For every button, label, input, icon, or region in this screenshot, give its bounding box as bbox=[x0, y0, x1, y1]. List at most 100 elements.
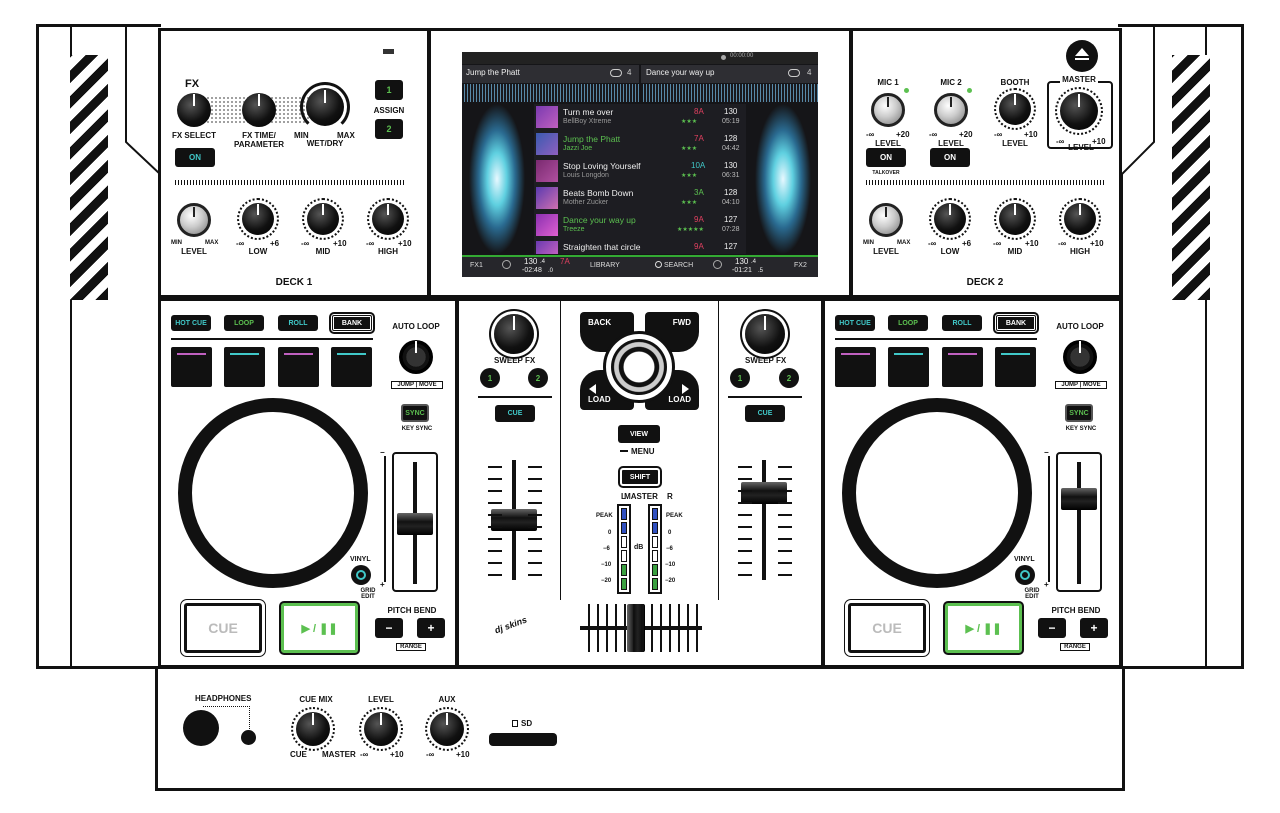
deck2-level-knob[interactable] bbox=[869, 203, 903, 237]
jog-wheel-right[interactable] bbox=[842, 398, 1032, 588]
auto-loop-encoder-right[interactable] bbox=[1063, 340, 1097, 374]
auto-loop-encoder-left[interactable] bbox=[399, 340, 433, 374]
loop-button-right[interactable]: LOOP bbox=[888, 315, 928, 331]
mic1-knob[interactable] bbox=[871, 93, 905, 127]
crossfader-tick bbox=[696, 604, 698, 652]
fader-tick bbox=[528, 502, 542, 504]
pad-indicator bbox=[1000, 353, 1031, 355]
pad-2-right[interactable] bbox=[888, 347, 929, 387]
track-row-2[interactable]: Stop Loving Yourself Louis Longdon 10A 1… bbox=[534, 158, 746, 186]
sweep-fx-1-left[interactable]: 1 bbox=[480, 368, 500, 388]
wet-dry-knob[interactable] bbox=[306, 88, 344, 126]
sync-button-right[interactable]: SYNC bbox=[1065, 404, 1093, 422]
sweep-fx-knob-right[interactable] bbox=[745, 314, 785, 354]
pitch-fader-cap-left[interactable] bbox=[397, 513, 433, 535]
deck1-high-knob[interactable] bbox=[372, 203, 404, 235]
master-level: LEVEL bbox=[1068, 143, 1094, 152]
fx-on-button[interactable]: ON bbox=[175, 148, 215, 167]
bank-button-right[interactable]: BANK bbox=[993, 312, 1039, 334]
hot-cue-button-left[interactable]: HOT CUE bbox=[171, 315, 211, 331]
fx-select-knob[interactable] bbox=[177, 93, 211, 127]
pad-4-right[interactable] bbox=[995, 347, 1036, 387]
mic2-neg: -∞ bbox=[929, 130, 938, 139]
cue-button-mixer-right[interactable]: CUE bbox=[745, 405, 785, 422]
cue-mix-knob[interactable] bbox=[296, 712, 330, 746]
deck1-low-knob[interactable] bbox=[242, 203, 274, 235]
cue-button-mixer-left[interactable]: CUE bbox=[495, 405, 535, 422]
bank-button-left[interactable]: BANK bbox=[329, 312, 375, 334]
loop-button-left[interactable]: LOOP bbox=[224, 315, 264, 331]
booth-knob[interactable] bbox=[999, 93, 1031, 125]
track-row-5[interactable]: Straighten that circle 9A 127 bbox=[534, 239, 746, 254]
cue-button-right[interactable]: CUE bbox=[845, 600, 929, 656]
track-row-1[interactable]: Jump the Phatt Jazzi Joe 7A 128 ★★★ 04:4… bbox=[534, 131, 746, 159]
assign-1-button[interactable]: 1 bbox=[375, 80, 403, 100]
hot-cue-button-right[interactable]: HOT CUE bbox=[835, 315, 875, 331]
shift-button[interactable]: SHIFT bbox=[618, 466, 662, 488]
sweep-fx-2-right[interactable]: 2 bbox=[779, 368, 799, 388]
pitch-fader-cap-right[interactable] bbox=[1061, 488, 1097, 510]
jog-wheel-left[interactable] bbox=[178, 398, 368, 588]
jump-move-label-right: JUMP | MOVE bbox=[1055, 381, 1107, 389]
roll-button-left[interactable]: ROLL bbox=[278, 315, 318, 331]
search-tab[interactable]: SEARCH bbox=[664, 262, 694, 269]
pitch-bend-plus-right[interactable]: + bbox=[1080, 618, 1108, 638]
hp-level-knob[interactable] bbox=[364, 712, 398, 746]
master-knob[interactable] bbox=[1060, 92, 1098, 130]
aux-knob[interactable] bbox=[430, 712, 464, 746]
pad-2-left[interactable] bbox=[224, 347, 265, 387]
booth-neg: -∞ bbox=[994, 130, 1003, 139]
pad-1-left[interactable] bbox=[171, 347, 212, 387]
pad-3-left[interactable] bbox=[278, 347, 319, 387]
track-row-4[interactable]: Dance your way up Treeze 9A 127 ★★★★★ 07… bbox=[534, 212, 746, 240]
track-stars: ★★★★★ bbox=[677, 227, 704, 233]
mic2-on-button[interactable]: ON bbox=[930, 148, 970, 167]
track-row-0[interactable]: Turn me over BellBoy Xtreme 8A 130 ★★★ 0… bbox=[534, 104, 746, 132]
fx-time-knob[interactable] bbox=[242, 93, 276, 127]
view-button[interactable]: VIEW bbox=[618, 425, 660, 443]
library-tab[interactable]: LIBRARY bbox=[590, 262, 620, 269]
track-bpm: 128 bbox=[724, 134, 738, 143]
play-button-left[interactable]: ▶ / ❚❚ bbox=[281, 603, 358, 653]
pad-indicator bbox=[283, 353, 314, 355]
channel-fader-cap-right[interactable] bbox=[741, 482, 787, 504]
track-stars: ★★★ bbox=[681, 200, 698, 206]
right-vent bbox=[1172, 55, 1210, 300]
track-title: Beats Bomb Down bbox=[563, 188, 634, 198]
headphone-jack-large[interactable] bbox=[183, 710, 219, 746]
roll-button-right[interactable]: ROLL bbox=[942, 315, 982, 331]
pitch-bend-minus-left[interactable]: − bbox=[375, 618, 403, 638]
sweep-fx-label-right: SWEEP FX bbox=[745, 356, 787, 365]
master-label: MASTER bbox=[1060, 75, 1098, 84]
fx1-button[interactable]: FX1 bbox=[470, 262, 483, 269]
deck2-mid-knob[interactable] bbox=[999, 203, 1031, 235]
eject-button[interactable] bbox=[1066, 40, 1098, 72]
sweep-fx-2-left[interactable]: 2 bbox=[528, 368, 548, 388]
headphone-jack-small[interactable] bbox=[241, 730, 256, 745]
deck2-low-knob[interactable] bbox=[934, 203, 966, 235]
deck2-high-dots bbox=[1059, 198, 1101, 240]
play-button-right[interactable]: ▶ / ❚❚ bbox=[945, 603, 1022, 653]
channel-fader-cap-left[interactable] bbox=[491, 509, 537, 531]
sweep-fx-1-right[interactable]: 1 bbox=[730, 368, 750, 388]
mic1-on-button[interactable]: ON bbox=[866, 148, 906, 167]
fx2-button[interactable]: FX2 bbox=[794, 262, 807, 269]
sync-button-left[interactable]: SYNC bbox=[401, 404, 429, 422]
track-row-3[interactable]: Beats Bomb Down Mother Zucker 3A 128 ★★★… bbox=[534, 185, 746, 213]
pad-4-left[interactable] bbox=[331, 347, 372, 387]
browse-encoder[interactable] bbox=[611, 339, 667, 395]
pad-1-right[interactable] bbox=[835, 347, 876, 387]
deck1-mid-knob[interactable] bbox=[307, 203, 339, 235]
pad-3-right[interactable] bbox=[942, 347, 983, 387]
pitch-bend-minus-right[interactable]: − bbox=[1038, 618, 1066, 638]
mic2-knob[interactable] bbox=[934, 93, 968, 127]
deck1-level-knob[interactable] bbox=[177, 203, 211, 237]
deck2-high-knob[interactable] bbox=[1064, 203, 1096, 235]
sd-card-slot[interactable] bbox=[489, 733, 557, 746]
assign-2-button[interactable]: 2 bbox=[375, 119, 403, 139]
crossfader-cap[interactable] bbox=[627, 604, 645, 652]
sd-label: SD bbox=[521, 719, 533, 728]
cue-button-left[interactable]: CUE bbox=[181, 600, 265, 656]
sweep-fx-knob-left[interactable] bbox=[494, 314, 534, 354]
pitch-bend-plus-left[interactable]: + bbox=[417, 618, 445, 638]
